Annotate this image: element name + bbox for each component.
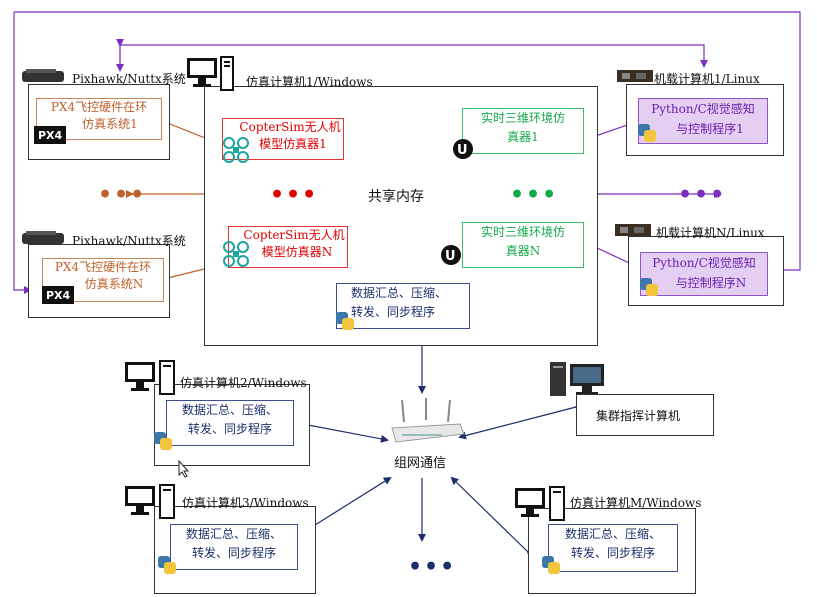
ellipsis-red: ••• xyxy=(270,182,319,208)
python-icon xyxy=(636,122,658,148)
pixhawk-board-icon xyxy=(20,230,68,250)
pixhawk-bottom-title: Pixhawk/Nuttx系统 xyxy=(72,234,186,248)
coptersim-top-line1: CopterSim无人机 xyxy=(239,120,341,134)
px4-logo-icon: PX4 xyxy=(42,286,74,308)
coptersim-model-1: CopterSim无人机 模型仿真器1 xyxy=(222,118,344,160)
realtime3d-top-line1: 实时三维环境仿 xyxy=(480,111,565,125)
svg-text:U: U xyxy=(457,143,468,158)
python-icon xyxy=(334,310,356,336)
pixhawk-board-icon xyxy=(20,68,68,88)
pc2-line1: 数据汇总、压缩、 xyxy=(181,403,278,417)
pc3-line1: 数据汇总、压缩、 xyxy=(185,527,282,541)
data-proc-line1: 数据汇总、压缩、 xyxy=(351,286,448,300)
realtime3d-bottom-line1: 实时三维环境仿 xyxy=(480,225,565,239)
python-icon xyxy=(152,430,174,456)
shared-memory-label: 共享内存 xyxy=(368,189,424,205)
px4-top-line1: PX4飞控硬件在环 xyxy=(50,100,148,114)
pcM-title: 仿真计算机M/Windows xyxy=(570,496,702,510)
python-icon xyxy=(638,276,660,302)
ellipsis-orange: ••• xyxy=(98,182,147,208)
realtime3d-bottom-line2: 真器N xyxy=(505,244,541,258)
pcM-line1: 数据汇总、压缩、 xyxy=(564,527,661,541)
px4-logo-icon: PX4 xyxy=(34,126,66,148)
cluster-computer-icon xyxy=(548,360,608,404)
svg-text:PX4: PX4 xyxy=(38,129,63,142)
router-label: 组网通信 xyxy=(394,456,447,471)
onboard-top-line2: 与控制程序1 xyxy=(676,122,744,136)
mouse-cursor-icon xyxy=(178,459,190,482)
main-pc-title: 仿真计算机1/Windows xyxy=(246,75,373,89)
monitor-icon xyxy=(186,56,236,96)
python-icon xyxy=(156,554,178,580)
onboard-bottom-line2: 与控制程序N xyxy=(675,276,747,290)
data-sync-program-3: 数据汇总、压缩、 转发、同步程序 xyxy=(170,524,298,570)
data-sync-program-main: 数据汇总、压缩、 转发、同步程序 xyxy=(336,283,470,329)
onboard-top-title: 机载计算机1/Linux xyxy=(654,72,760,86)
onboard-top-line1: Python/C视觉感知 xyxy=(651,102,755,116)
pc3-title: 仿真计算机3/Windows xyxy=(182,496,309,510)
vision-control-program-1: Python/C视觉感知 与控制程序1 xyxy=(638,98,768,144)
onboard-board-icon xyxy=(616,68,654,88)
realtime-3d-sim-1: 实时三维环境仿 真器1 xyxy=(462,108,584,154)
realtime3d-top-line2: 真器1 xyxy=(507,130,539,144)
realtime-3d-sim-n: 实时三维环境仿 真器N xyxy=(462,222,584,268)
data-sync-program-m: 数据汇总、压缩、 转发、同步程序 xyxy=(548,524,678,572)
drone-icon xyxy=(222,240,250,272)
px4-top-line2: 仿真系统1 xyxy=(82,117,138,131)
monitor-icon xyxy=(124,360,180,400)
data-sync-program-2: 数据汇总、压缩、 转发、同步程序 xyxy=(166,400,294,446)
pcM-line2: 转发、同步程序 xyxy=(570,546,655,560)
px4-bottom-line2: 仿真系统N xyxy=(84,277,144,291)
svg-text:U: U xyxy=(445,249,456,264)
coptersim-bottom-line1: CopterSim无人机 xyxy=(243,228,345,242)
onboard-board-icon xyxy=(614,222,652,242)
python-icon xyxy=(540,554,562,580)
monitor-icon xyxy=(124,484,180,524)
px4-bottom-line1: PX4飞控硬件在环 xyxy=(54,260,152,274)
coptersim-bottom-line2: 模型仿真器N xyxy=(261,245,333,259)
unreal-engine-icon: U xyxy=(440,244,462,270)
pixhawk-top-title: Pixhawk/Nuttx系统 xyxy=(72,72,186,86)
pc2-line2: 转发、同步程序 xyxy=(187,422,272,436)
pc2-title: 仿真计算机2/Windows xyxy=(180,376,307,390)
drone-icon xyxy=(222,136,250,168)
cluster-command-computer xyxy=(576,394,714,436)
pc3-line2: 转发、同步程序 xyxy=(191,546,276,560)
ellipsis-purple: ••• xyxy=(678,182,727,208)
onboard-bottom-title: 机载计算机N/Linux xyxy=(656,226,765,240)
monitor-icon xyxy=(514,486,570,526)
coptersim-top-line2: 模型仿真器1 xyxy=(259,137,327,151)
router-icon xyxy=(386,398,466,450)
unreal-engine-icon: U xyxy=(452,138,474,164)
onboard-bottom-line1: Python/C视觉感知 xyxy=(652,256,756,270)
svg-text:PX4: PX4 xyxy=(46,289,71,302)
ellipsis-green: ••• xyxy=(510,182,559,208)
vision-control-program-n: Python/C视觉感知 与控制程序N xyxy=(640,252,768,296)
data-proc-line2: 转发、同步程序 xyxy=(351,305,436,319)
cluster-label: 集群指挥计算机 xyxy=(596,409,681,423)
ellipsis-navy: ••• xyxy=(408,554,457,580)
